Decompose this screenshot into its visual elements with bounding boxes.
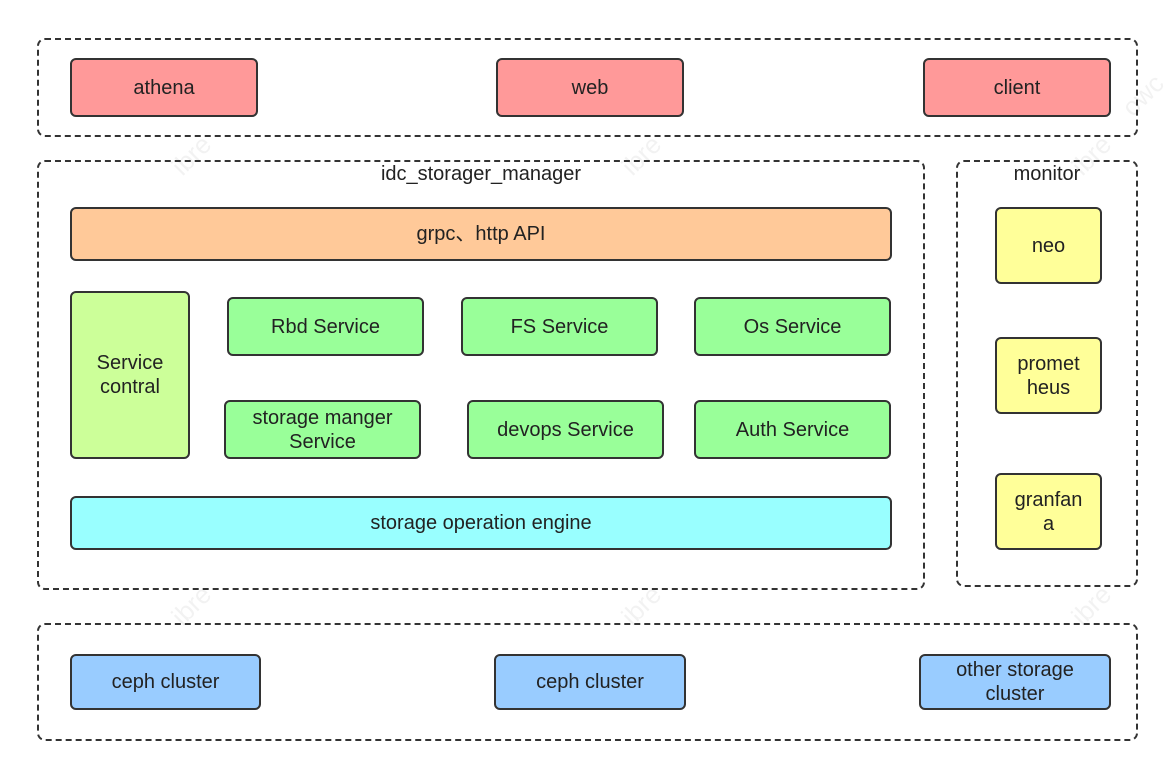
manager-group: idc_storager_manager [37, 160, 925, 590]
storage-box-ceph-1[interactable]: ceph cluster [70, 654, 261, 710]
client-box-athena[interactable]: athena [70, 58, 258, 117]
auth-service-box[interactable]: Auth Service [694, 400, 891, 459]
storage-box-ceph-2[interactable]: ceph cluster [494, 654, 686, 710]
devops-service-box[interactable]: devops Service [467, 400, 664, 459]
os-service-box[interactable]: Os Service [694, 297, 891, 356]
storage-manger-service-box[interactable]: storage manger Service [224, 400, 421, 459]
monitor-group: monitor [956, 160, 1138, 587]
service-control-box[interactable]: Service contral [70, 291, 190, 459]
monitor-title: monitor [1013, 163, 1081, 185]
monitor-neo-box[interactable]: neo [995, 207, 1102, 284]
clients-group [37, 38, 1138, 137]
manager-title: idc_storager_manager [380, 163, 582, 185]
rbd-service-box[interactable]: Rbd Service [227, 297, 424, 356]
client-box-client[interactable]: client [923, 58, 1111, 117]
fs-service-box[interactable]: FS Service [461, 297, 658, 356]
api-box[interactable]: grpc、http API [70, 207, 892, 261]
client-box-web[interactable]: web [496, 58, 684, 117]
storage-box-other[interactable]: other storage cluster [919, 654, 1111, 710]
storage-group [37, 623, 1138, 741]
monitor-prometheus-box[interactable]: promet heus [995, 337, 1102, 414]
monitor-grafana-box[interactable]: granfan a [995, 473, 1102, 550]
storage-engine-box[interactable]: storage operation engine [70, 496, 892, 550]
